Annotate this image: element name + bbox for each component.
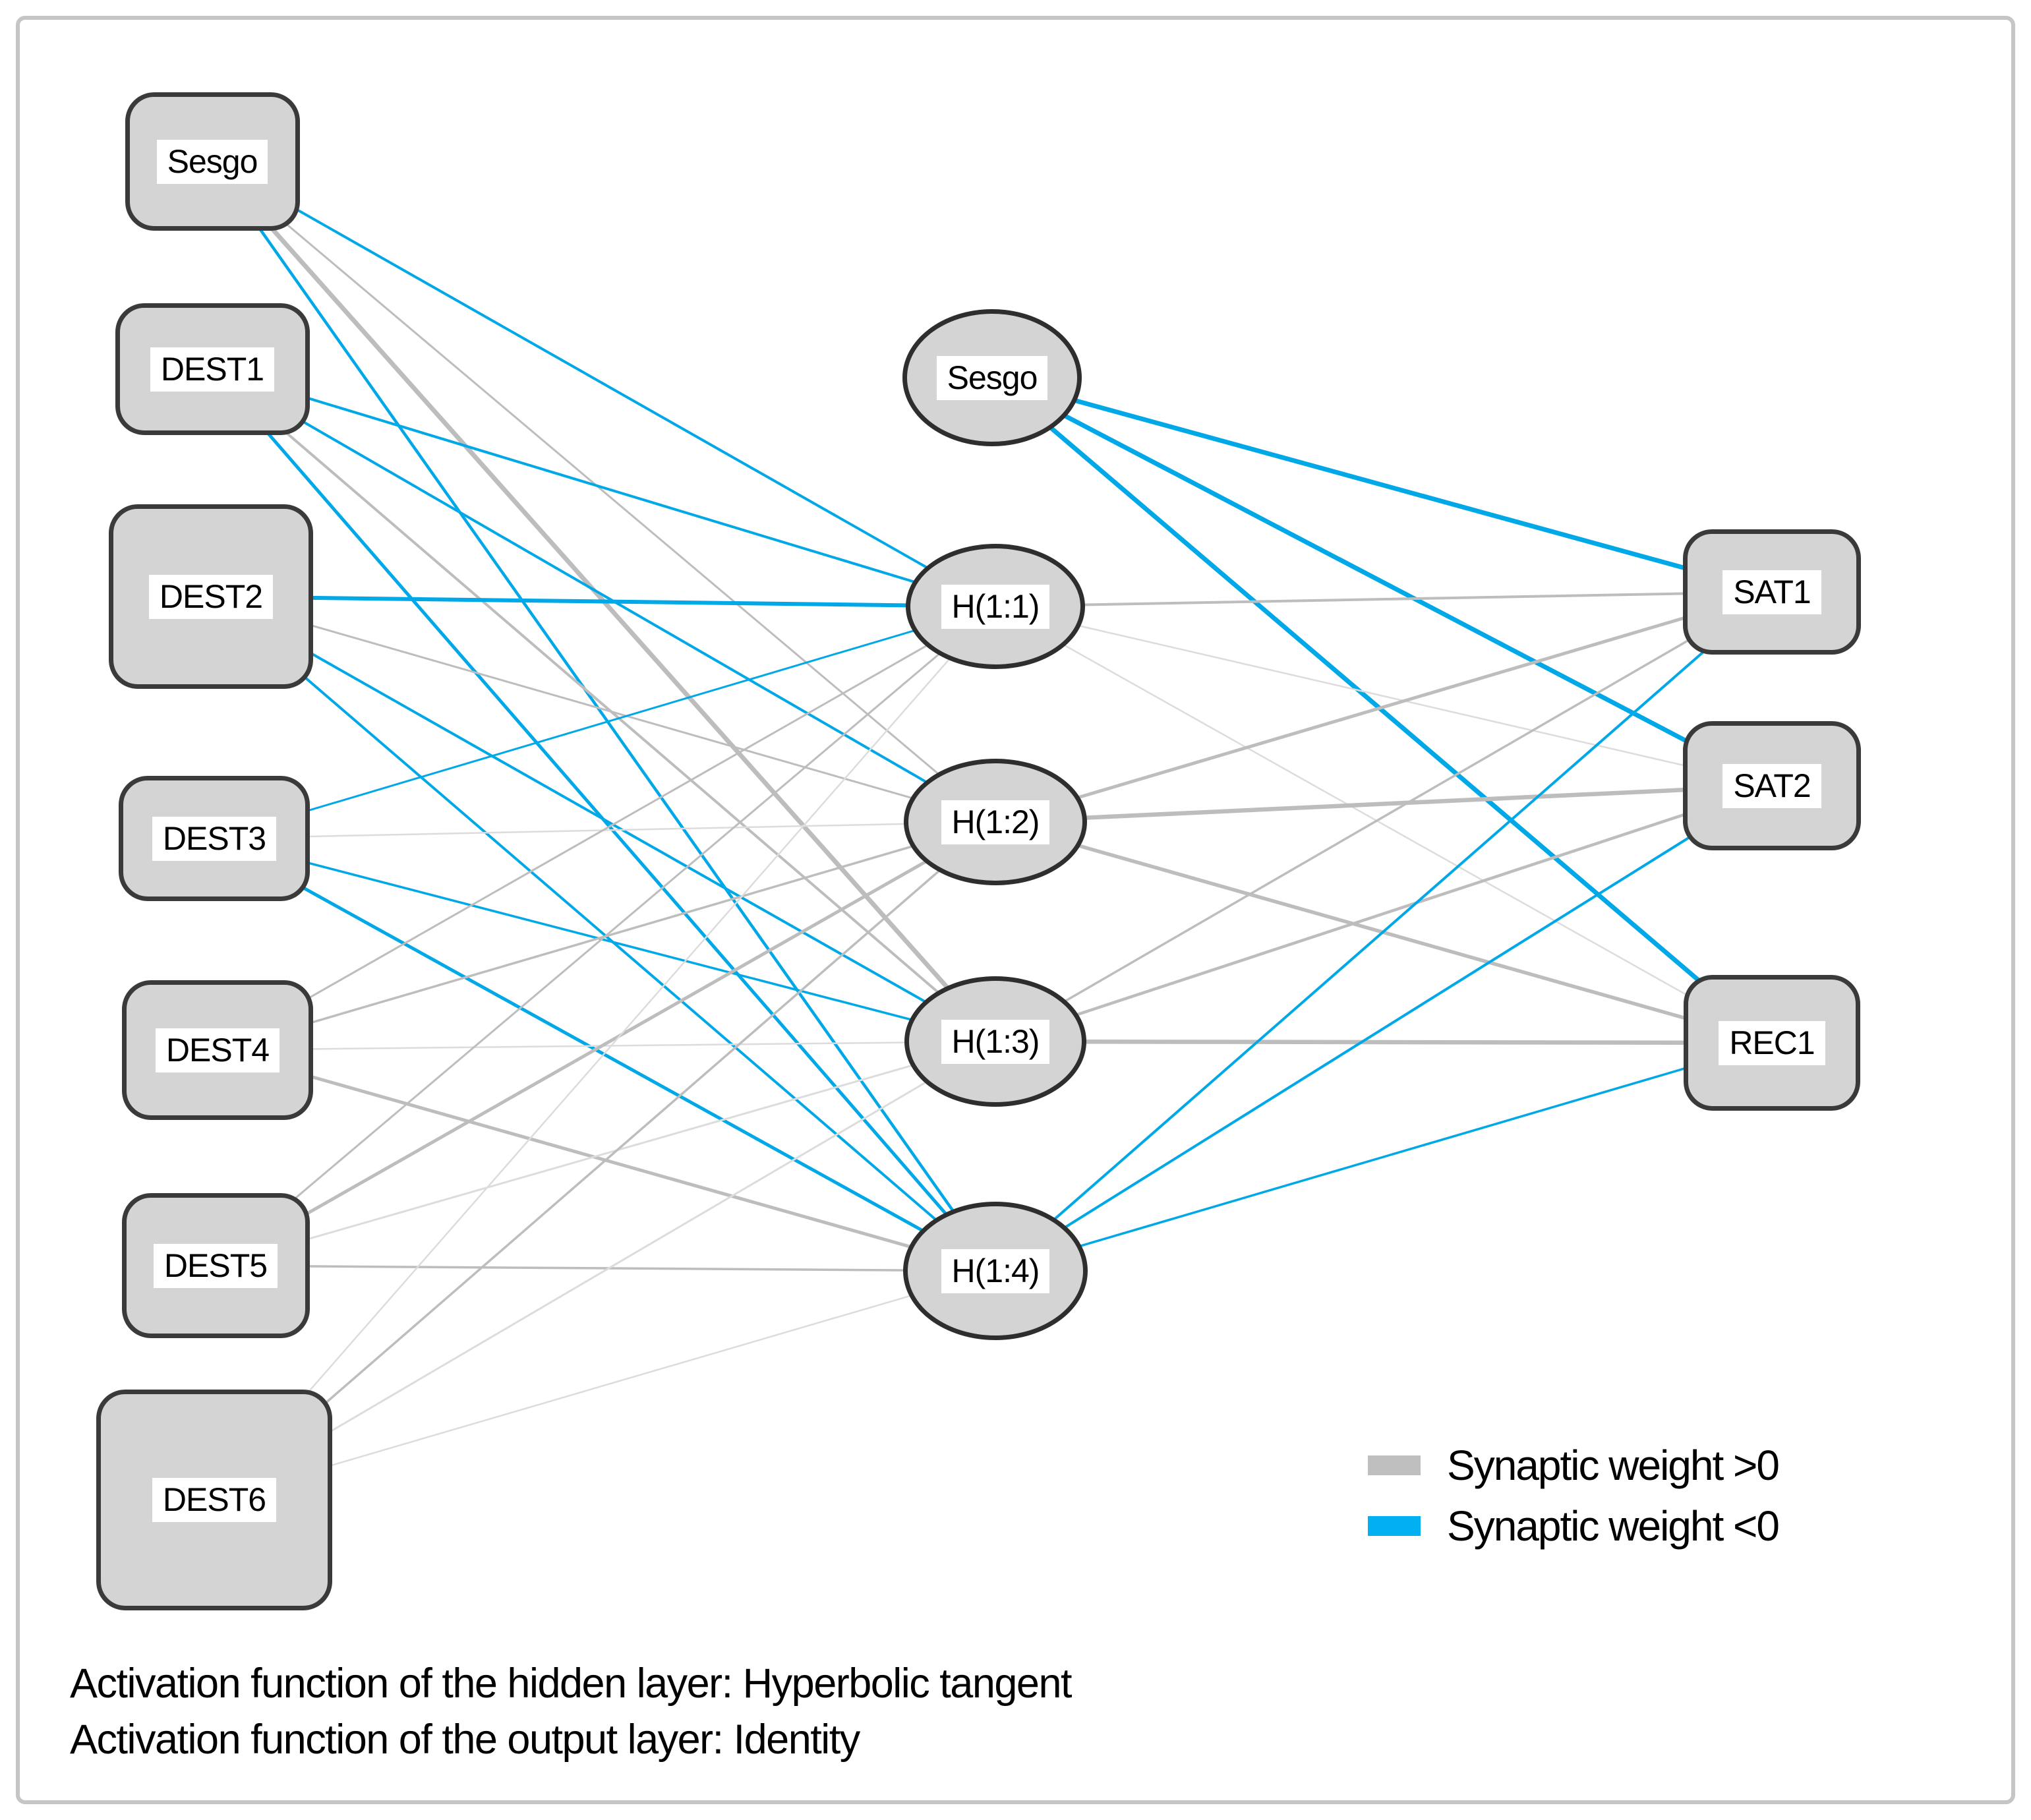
edge-DEST5-H14: [215, 1264, 996, 1272]
negative-weight-swatch: [1368, 1516, 1421, 1536]
negative-weight-label: Synaptic weight <0: [1447, 1502, 1780, 1550]
hidden-node-h_bias: Sesgo: [902, 309, 1082, 446]
edge-h_bias-SAT2: [991, 375, 1773, 788]
edge-H11-SAT2: [995, 605, 1773, 787]
edge-DEST6-H11: [214, 606, 996, 1500]
output-node-REC1: REC1: [1684, 975, 1860, 1111]
node-label-h_bias: Sesgo: [936, 355, 1048, 400]
edge-DEST1-H11: [212, 368, 996, 608]
edge-DEST5-H11: [215, 605, 996, 1267]
node-label-H13: H(1:3): [941, 1019, 1050, 1064]
edge-DEST3-H14: [213, 837, 997, 1273]
edge-DEST2-H14: [210, 595, 997, 1272]
edge-DEST5-H13: [215, 1040, 996, 1267]
legend-row-positive: Synaptic weight >0: [1368, 1440, 1780, 1491]
edge-DEST3-H11: [214, 605, 996, 840]
edge-in_bias-H11: [212, 160, 996, 608]
output-layer-activation-note: Activation function of the output layer:…: [70, 1717, 860, 1763]
edge-H13-SAT1: [995, 591, 1773, 1043]
node-label-SAT1: SAT1: [1722, 570, 1821, 614]
input-node-DEST2: DEST2: [109, 504, 313, 689]
node-label-DEST1: DEST1: [150, 347, 275, 392]
edge-DEST4-H13: [217, 1040, 996, 1051]
edge-H11-REC1: [995, 605, 1773, 1044]
edge-DEST1-H12: [211, 368, 997, 823]
edge-h_bias-REC1: [990, 376, 1774, 1045]
hidden-layer-activation-note: Activation function of the hidden layer:…: [70, 1660, 1072, 1707]
node-label-SAT2: SAT2: [1722, 763, 1821, 808]
edge-H12-SAT1: [995, 590, 1773, 824]
node-label-H14: H(1:4): [941, 1248, 1050, 1293]
node-label-in_bias: Sesgo: [156, 139, 268, 184]
edge-H13-SAT2: [995, 784, 1773, 1043]
node-label-DEST2: DEST2: [148, 574, 274, 619]
hidden-node-H14: H(1:4): [903, 1202, 1088, 1340]
node-label-DEST6: DEST6: [152, 1477, 277, 1522]
edge-DEST2-H12: [210, 595, 996, 823]
input-node-DEST5: DEST5: [121, 1193, 310, 1338]
node-label-DEST3: DEST3: [152, 816, 277, 861]
edge-DEST6-H14: [214, 1270, 996, 1501]
edge-DEST6-H12: [213, 821, 997, 1501]
edge-DEST3-H13: [214, 837, 996, 1043]
node-label-DEST5: DEST5: [153, 1243, 278, 1288]
node-label-H12: H(1:2): [941, 800, 1050, 844]
hidden-node-H12: H(1:2): [904, 759, 1087, 885]
edge-in_bias-H14: [211, 160, 997, 1272]
edge-H11-SAT1: [995, 591, 1773, 608]
edge-DEST2-H11: [210, 595, 996, 608]
edge-H12-SAT2: [995, 783, 1773, 825]
edge-DEST6-H13: [214, 1040, 996, 1501]
input-node-DEST4: DEST4: [122, 980, 313, 1120]
edge-DEST5-H12: [214, 820, 997, 1268]
edge-H13-REC1: [995, 1039, 1773, 1045]
node-label-REC1: REC1: [1719, 1020, 1825, 1065]
edge-DEST2-H13: [210, 595, 996, 1043]
edge-DEST1-H13: [211, 368, 997, 1043]
node-label-H11: H(1:1): [941, 584, 1050, 629]
positive-weight-swatch: [1368, 1455, 1421, 1475]
edge-H14-SAT1: [994, 591, 1773, 1272]
input-node-DEST6: DEST6: [96, 1389, 332, 1610]
positive-weight-label: Synaptic weight >0: [1447, 1442, 1780, 1489]
hidden-node-H11: H(1:1): [906, 544, 1085, 669]
edge-DEST4-H11: [217, 605, 996, 1051]
input-node-DEST1: DEST1: [115, 303, 310, 435]
legend-row-negative: Synaptic weight <0: [1368, 1500, 1780, 1552]
edge-H14-REC1: [995, 1042, 1773, 1272]
hidden-node-H13: H(1:3): [904, 976, 1086, 1107]
output-node-SAT1: SAT1: [1683, 529, 1861, 655]
activation-function-notes: Activation function of the hidden layer:…: [70, 1656, 1072, 1768]
edge-in_bias-H12: [212, 160, 996, 823]
edge-H14-SAT2: [994, 784, 1773, 1272]
node-label-DEST4: DEST4: [155, 1028, 280, 1072]
input-node-in_bias: Sesgo: [125, 92, 300, 231]
input-node-DEST3: DEST3: [119, 776, 310, 901]
edge-h_bias-SAT1: [991, 375, 1773, 595]
output-node-SAT2: SAT2: [1683, 721, 1861, 850]
